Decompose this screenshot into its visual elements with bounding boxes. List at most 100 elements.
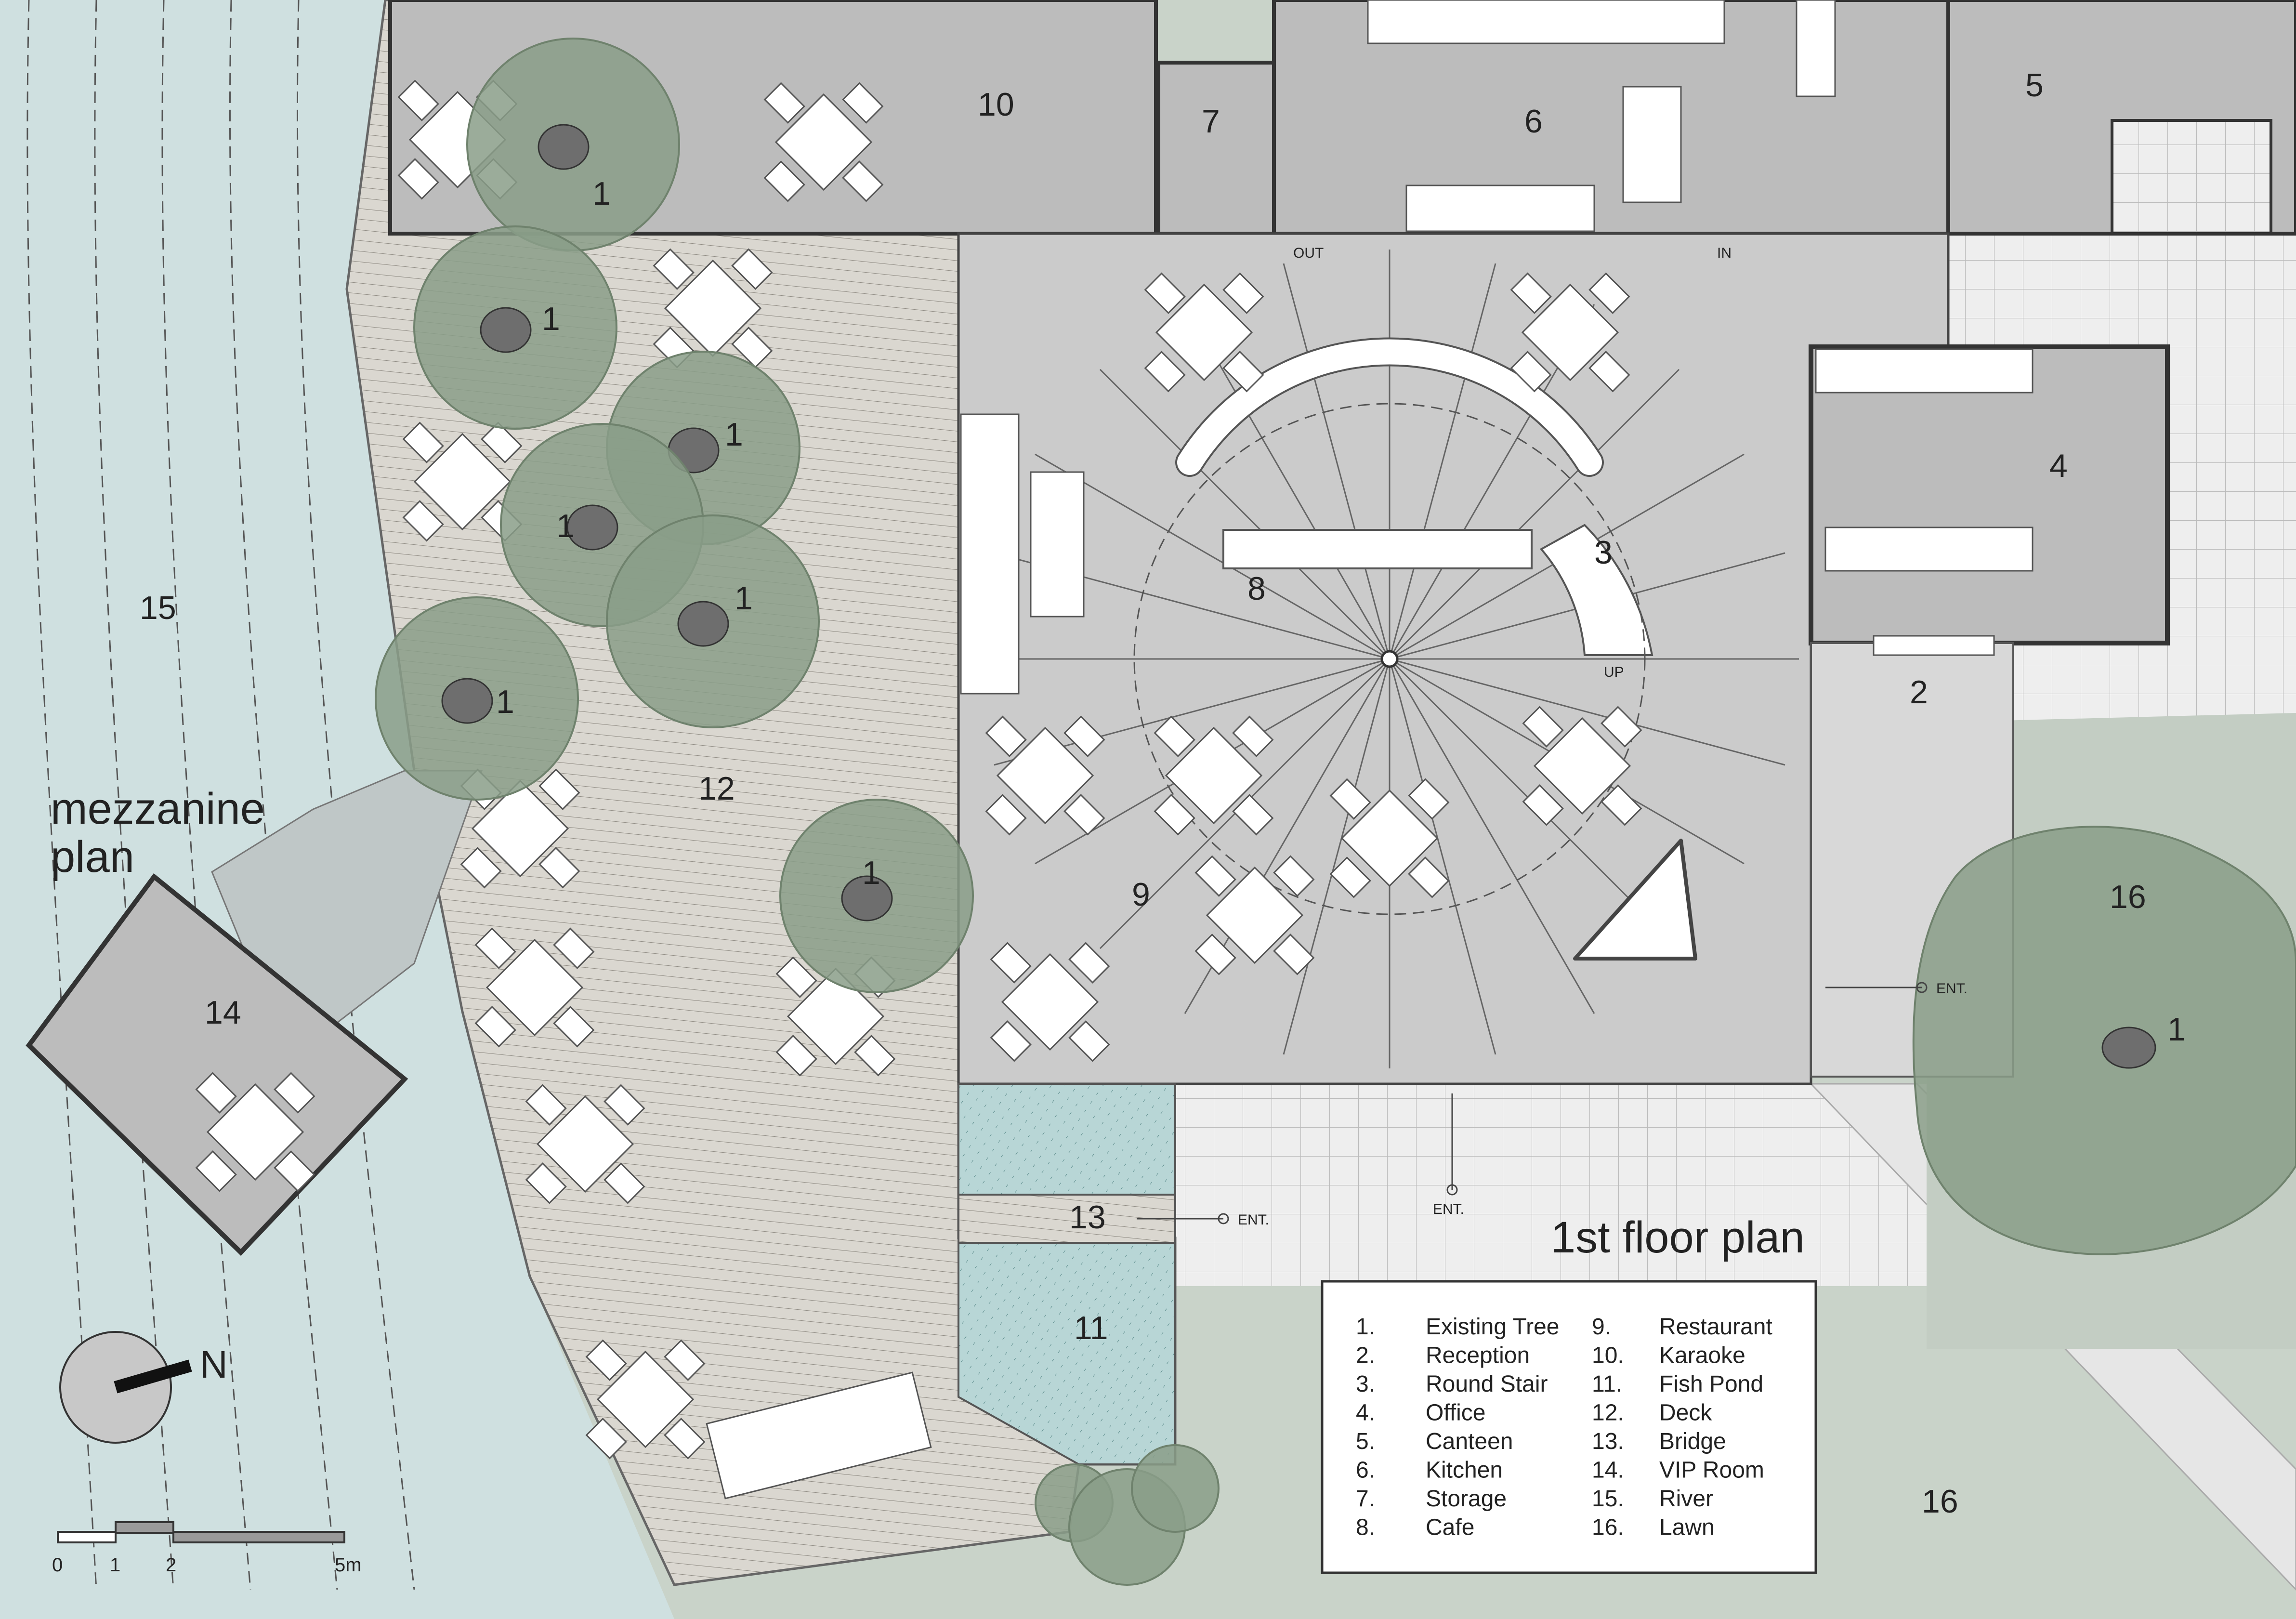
radial-line (1389, 658, 1496, 1055)
lawn-tree-trunk (2101, 1027, 2156, 1069)
kitchen-counter-top (1367, 0, 1725, 44)
fish-pond-upper (958, 1083, 1176, 1196)
legend-item-label: Storage (1426, 1486, 1507, 1512)
room-number-8: 8 (1247, 570, 1266, 607)
legend-item-number: 16. (1592, 1515, 1624, 1540)
room-number-13: 13 (1069, 1199, 1106, 1236)
legend-item-label: Bridge (1659, 1429, 1726, 1454)
tree-trunk (441, 678, 493, 724)
vip-room-floor (26, 873, 408, 1256)
room-number-15: 15 (140, 590, 176, 626)
legend-item-number: 11. (1592, 1371, 1622, 1397)
north-arrow: N (59, 1331, 228, 1444)
tree-number: 1 (592, 175, 611, 212)
office-desk-row-middle (1824, 527, 2034, 572)
legend-item-number: 2. (1356, 1343, 1375, 1369)
table-with-chairs (195, 1072, 315, 1192)
radial-line (1283, 658, 1391, 1055)
legend-item-label: Canteen (1426, 1429, 1513, 1454)
tree-trunk (841, 875, 893, 921)
legend-box: 1. Existing Tree 2. Reception 3. Round Stair 4… (1321, 1280, 1817, 1574)
room-number-3: 3 (1594, 534, 1613, 571)
first-floor-plan-title: 1st floor plan (1551, 1213, 1805, 1262)
exit-label: OUT (1293, 245, 1324, 261)
legend-item-label: Existing Tree (1426, 1314, 1559, 1340)
storage-floor (1156, 61, 1276, 236)
room-number-7: 7 (1202, 103, 1220, 140)
legend-item-number: 3. (1356, 1371, 1375, 1397)
legend-item-number: 5. (1356, 1429, 1375, 1454)
scale-tick-2: 2 (166, 1554, 176, 1576)
scale-tick-0: 0 (52, 1554, 63, 1576)
radial-line (1283, 263, 1391, 659)
legend-item-label: Restaurant (1659, 1314, 1772, 1340)
scale-tick-1: 1 (110, 1554, 120, 1576)
room-number-6: 6 (1524, 103, 1543, 140)
table-with-chairs (474, 927, 595, 1048)
room-number-16-lawn: 16 (2110, 879, 2146, 915)
tree-trunk (480, 307, 532, 353)
table-with-chairs (1510, 272, 1630, 393)
legend-item-number: 4. (1356, 1400, 1375, 1426)
entrance-label-bridge: ENT. (1238, 1212, 1269, 1228)
long-dining-table (706, 1371, 932, 1500)
legend-item-number: 1. (1356, 1314, 1375, 1340)
shrub (1131, 1444, 1220, 1533)
legend-item-label: River (1659, 1486, 1713, 1512)
scale-bar: 0 1 2 5m (52, 1521, 362, 1576)
stair-up-label: UP (1604, 664, 1624, 680)
room-number-9: 9 (1132, 876, 1150, 913)
legend-item-label: Deck (1659, 1400, 1712, 1426)
tree-number: 1 (735, 580, 753, 617)
cafe-sofa (960, 413, 1020, 695)
table-with-chairs (402, 421, 523, 542)
office-desk-row-top (1815, 348, 2034, 394)
room-number-14: 14 (205, 994, 241, 1031)
table-with-chairs (460, 768, 580, 889)
cafe-coffee-table (1030, 471, 1085, 618)
mezzanine-plan-title-line1: mezzanine (51, 784, 265, 833)
legend-item-number: 13. (1592, 1429, 1624, 1454)
tree-number: 1 (862, 855, 880, 891)
table-with-chairs (1522, 706, 1642, 826)
tree-trunk (677, 601, 729, 647)
room-number-11: 11 (1074, 1310, 1108, 1346)
table-with-chairs (990, 942, 1110, 1062)
room-number-4: 4 (2049, 448, 2068, 484)
north-label: N (200, 1343, 228, 1386)
legend-item-label: Round Stair (1426, 1371, 1548, 1397)
cafe-counter (1222, 529, 1533, 569)
reception-desk (1873, 635, 1995, 656)
radial-line (1389, 369, 1680, 660)
room-number-12: 12 (698, 770, 735, 807)
legend-item-number: 6. (1356, 1458, 1375, 1483)
tree-number: 1 (496, 684, 514, 720)
stair-guide-circle (1133, 403, 1646, 915)
legend-item-number: 14. (1592, 1458, 1624, 1483)
legend-item-label: Reception (1426, 1343, 1530, 1369)
kitchen-island (1622, 86, 1682, 203)
radial-line (1099, 369, 1391, 660)
canteen-washroom (2111, 119, 2272, 235)
legend-item-label: Kitchen (1426, 1458, 1503, 1483)
tree-number: 1 (556, 508, 575, 544)
triangular-sculpture (1573, 839, 1697, 961)
room-number-5: 5 (2025, 67, 2044, 104)
kitchen-counter-bottom (1405, 184, 1595, 232)
tree-trunk (538, 124, 590, 170)
legend-item-label: VIP Room (1659, 1458, 1764, 1483)
entrance-label-east: ENT. (1936, 981, 1968, 997)
legend-item-number: 10. (1592, 1343, 1624, 1369)
entrance-label-south: ENT. (1433, 1201, 1464, 1217)
table-with-chairs (585, 1339, 706, 1460)
kitchen-counter-side (1796, 0, 1836, 97)
tree-number: 1 (725, 416, 743, 453)
fish-pond-lower (958, 1242, 1176, 1465)
legend-item-number: 12. (1592, 1400, 1624, 1426)
mezzanine-plan-title-line2: plan (51, 832, 134, 882)
legend-item-number: 15. (1592, 1486, 1624, 1512)
legend-item-label: Cafe (1426, 1515, 1474, 1540)
legend-item-number: 7. (1356, 1486, 1375, 1512)
entrance-markers (1137, 982, 1928, 1224)
